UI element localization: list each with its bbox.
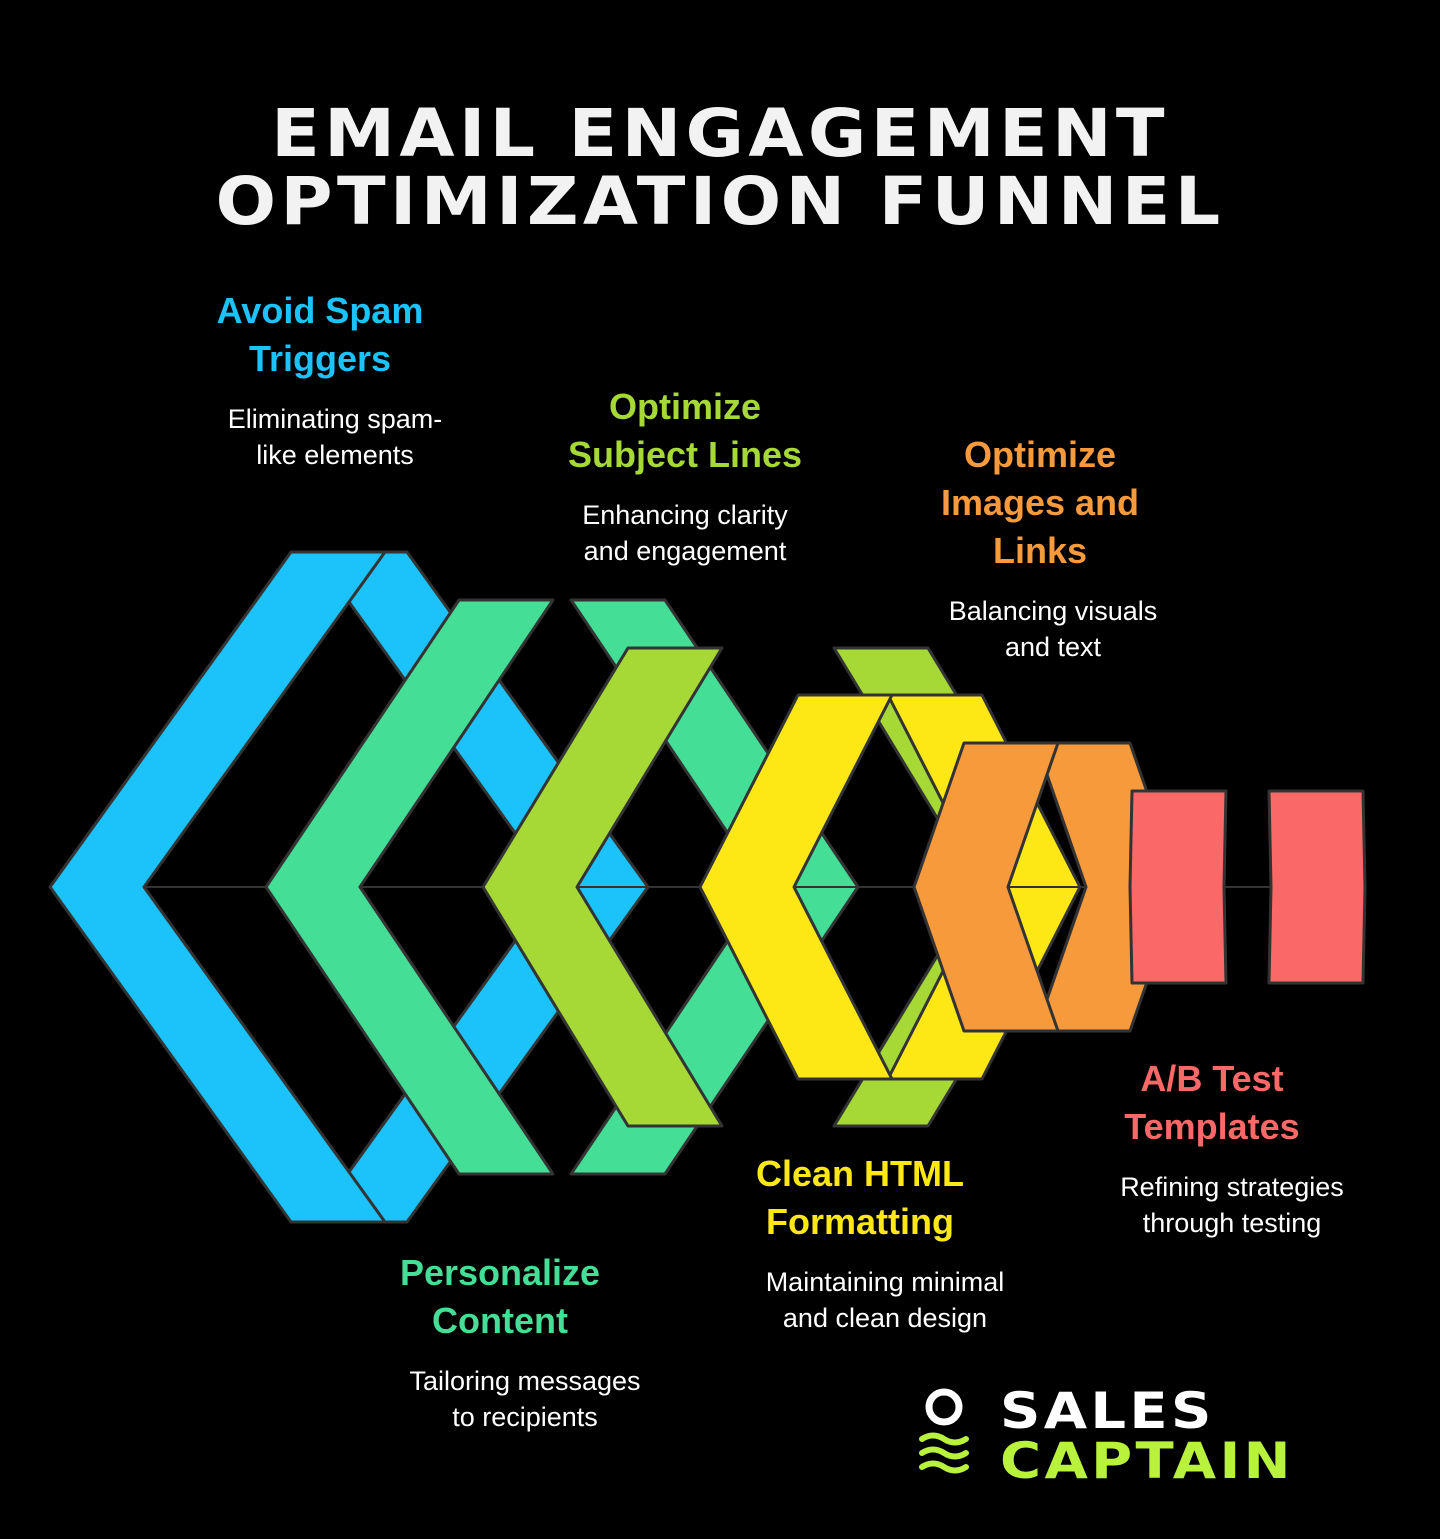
captain-wave-icon (919, 1388, 969, 1474)
stage-title-optimize-subject-lines: Optimize Subject Lines (567, 386, 803, 475)
stage-desc-personalize-content: Tailoring messages to recipients (409, 1366, 641, 1432)
stage-desc-optimize-subject-lines: Enhancing clarity and engagement (582, 500, 788, 566)
stage-label-optimize-subject-lines: Optimize Subject Lines Enhancing clarity… (530, 383, 840, 569)
funnel-ring-back-ab-test-templates (1267, 789, 1367, 985)
stage-label-personalize-content: Personalize Content Tailoring messages t… (350, 1249, 650, 1435)
stage-label-optimize-images-and-links: Optimize Images and Links Balancing visu… (890, 431, 1190, 665)
funnel-ring-front-ab-test-templates (1128, 789, 1228, 985)
title-line-1: EMAIL ENGAGEMENT (271, 95, 1169, 172)
stage-desc-optimize-images-and-links: Balancing visuals and text (948, 596, 1158, 662)
stage-desc-avoid-spam-triggers: Eliminating spam- like elements (227, 404, 443, 470)
logo-word-captain: CAPTAIN (1000, 1432, 1294, 1490)
stage-label-clean-html-formatting: Clean HTML Formatting Maintaining minima… (700, 1150, 1020, 1336)
stage-desc-clean-html-formatting: Maintaining minimal and clean design (765, 1267, 1005, 1333)
stage-label-ab-test-templates: A/B Test Templates Refining strategies t… (1062, 1055, 1362, 1241)
page-title: EMAIL ENGAGEMENT OPTIMIZATION FUNNEL (0, 100, 1440, 236)
stage-label-avoid-spam-triggers: Avoid Spam Triggers Eliminating spam- li… (170, 287, 470, 473)
funnel-ring-ab-test-templates (1128, 789, 1367, 985)
logo-word-sales: SALES (1000, 1382, 1215, 1440)
stage-title-ab-test-templates: A/B Test Templates (1124, 1058, 1300, 1147)
title-line-2: OPTIMIZATION FUNNEL (215, 163, 1225, 240)
stage-title-clean-html-formatting: Clean HTML Formatting (755, 1153, 964, 1242)
sales-captain-logo: SALES CAPTAIN (918, 1385, 1388, 1495)
stage-desc-ab-test-templates: Refining strategies through testing (1120, 1172, 1344, 1238)
stage-title-avoid-spam-triggers: Avoid Spam Triggers (216, 290, 424, 379)
stage-title-optimize-images-and-links: Optimize Images and Links (940, 434, 1140, 571)
stage-title-personalize-content: Personalize Content (399, 1252, 601, 1341)
